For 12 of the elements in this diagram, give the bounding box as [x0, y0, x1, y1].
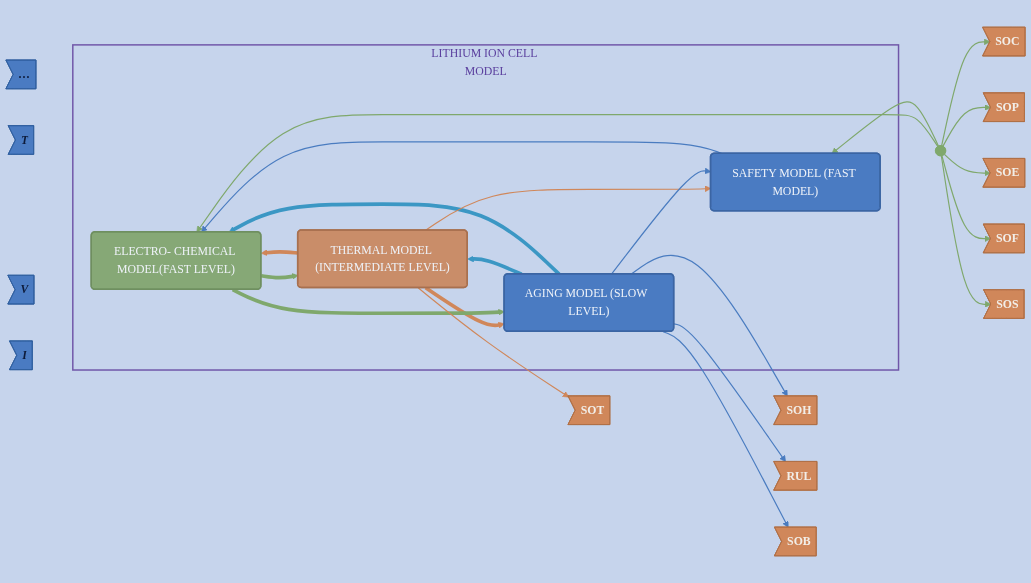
arrow	[201, 141, 723, 233]
arrow	[940, 155, 992, 308]
arrow	[630, 254, 788, 397]
arrow	[417, 287, 570, 398]
arrow	[673, 323, 786, 463]
arrow	[941, 38, 991, 147]
arrow	[424, 286, 505, 329]
arrow	[231, 288, 505, 316]
arrow	[662, 331, 789, 528]
arrow	[196, 113, 939, 233]
arrow	[831, 101, 939, 154]
arrow	[943, 153, 991, 177]
